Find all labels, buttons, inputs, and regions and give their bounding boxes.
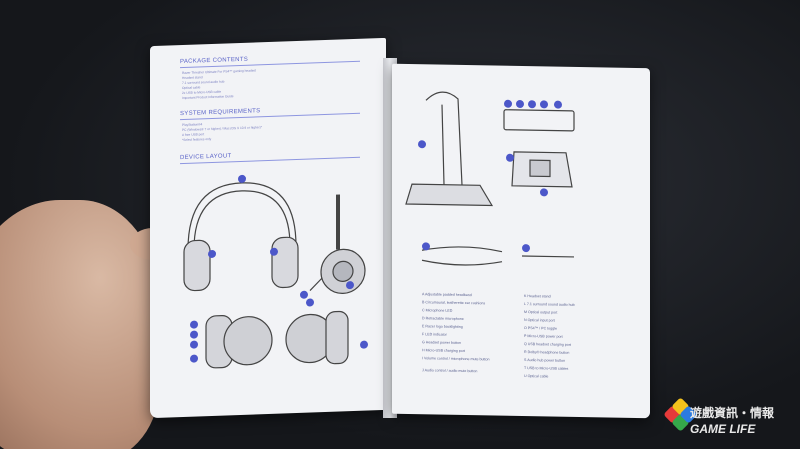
callout: F LED indicator <box>422 332 447 337</box>
callout: R Dolby® headphone button <box>524 350 570 355</box>
manual-left-page: PACKAGE CONTENTS Razer Thresher Ultimate… <box>150 37 386 419</box>
callout: P Micro-USB power port <box>524 334 563 339</box>
headset-line-drawing <box>183 174 368 369</box>
manual-right-page: A Adjustable padded headband B Circumaur… <box>392 63 650 419</box>
watermark-line1: 遊戲資訊・情報 <box>690 406 775 420</box>
callout: D Retractable microphone <box>422 316 464 322</box>
callout: T USB to Micro-USB cables <box>524 366 569 371</box>
callout: S Audio hub power button <box>524 358 566 363</box>
callout: G Headset power button <box>422 340 461 345</box>
callout: U Optical cable <box>524 374 549 379</box>
callout: K Headset stand <box>524 294 551 299</box>
callout: C Microphone LED <box>422 308 453 313</box>
callout: A Adjustable padded headband <box>422 292 472 298</box>
callout: N Optical input port <box>524 318 555 323</box>
stand-and-hub-drawing <box>405 91 575 266</box>
callout: H Micro-USB charging port <box>422 348 465 354</box>
callout: Q USB headset charging port <box>524 342 571 347</box>
watermark-line2: GAME LIFE <box>690 422 756 436</box>
callout: O PS4™ / PC toggle <box>524 326 557 331</box>
game-life-watermark-logo: 遊戲資訊・情報 GAME LIFE <box>660 397 790 442</box>
callout: E Razer logo backlighting <box>422 324 463 329</box>
callout: M Optical output port <box>524 310 558 315</box>
